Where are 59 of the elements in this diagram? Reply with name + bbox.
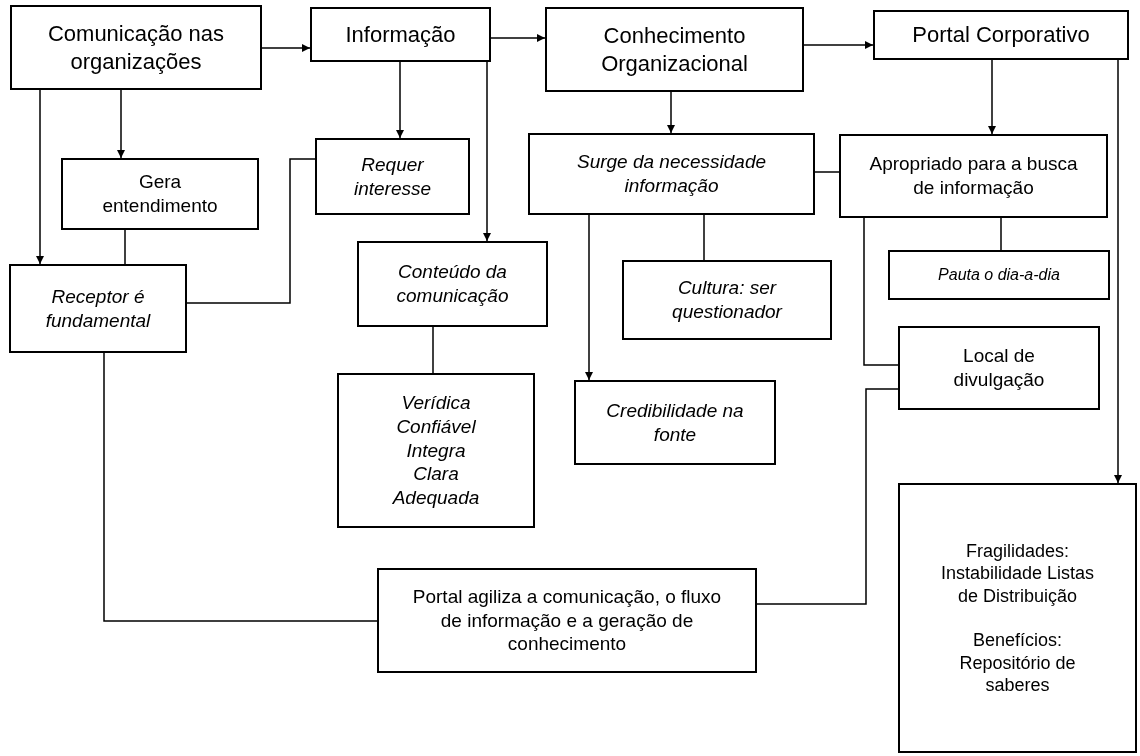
text-box [574,380,776,465]
box-text: Conteúdo da comunicação [395,260,510,308]
text-box [357,241,548,327]
box-text: Informação [345,20,456,49]
box-text: Comunicação nas organizações [46,20,226,75]
text-box [310,7,491,62]
box-text: Adequada [392,486,480,510]
box-text: Verídica [401,391,471,415]
text-box [337,373,535,528]
text-box [888,250,1110,300]
box-text: Portal agiliza a comunicação, o fluxo de informação e a geração de conhecimento [411,584,723,657]
arrow [1114,59,1122,484]
arrow [490,34,546,42]
box-text: Conhecimento Organizacional [600,22,749,77]
text-box [315,138,470,215]
box-text: Benefícios: Repositório de saberes [958,629,1077,697]
box-text: Portal Corporativo [912,21,1090,49]
arrow [667,91,675,134]
box-text: Receptor é fundamental [44,284,152,333]
arrow [585,214,593,381]
arrow [396,61,404,139]
connector-line [756,388,899,605]
box-text: Requer interesse [352,152,433,201]
arrow [36,89,44,265]
box-text: Surge da necessidade informação [575,150,768,198]
text-box [839,134,1108,218]
box-text: Confiável [396,414,476,439]
text-box [9,264,187,353]
connector-line [103,352,378,622]
arrow [483,61,491,242]
text-box [377,568,757,673]
connector-line [124,229,126,265]
text-box [622,260,832,340]
text-box [898,483,1137,753]
text-box [10,5,262,90]
text-box [61,158,259,230]
arrow [803,41,874,49]
connector-line [186,158,316,304]
arrow [261,44,311,52]
box-text: Integra [406,438,466,463]
box-text: Local de divulgação [952,344,1046,392]
text-box [528,133,815,215]
box-text: Cultura: ser questionador [671,276,784,324]
text-box [545,7,804,92]
text-box [898,326,1100,410]
connector-line [703,214,705,261]
box-text: Credibilidade na fonte [605,398,745,447]
box-text: Gera entendimento [101,170,219,218]
connector-line [1000,217,1002,251]
box-text: Clara [413,462,459,487]
box-text: Apropriado para a busca de informação [868,152,1079,200]
connector-line [814,171,840,173]
arrow [117,89,125,159]
connector-line [432,326,434,374]
arrow [988,59,996,135]
text-box [873,10,1129,60]
box-text: Fragilidades: Instabilidade Listas de Distribuição [939,539,1096,607]
connector-line [863,217,899,366]
box-text: Pauta o dia-a-dia [938,265,1060,285]
